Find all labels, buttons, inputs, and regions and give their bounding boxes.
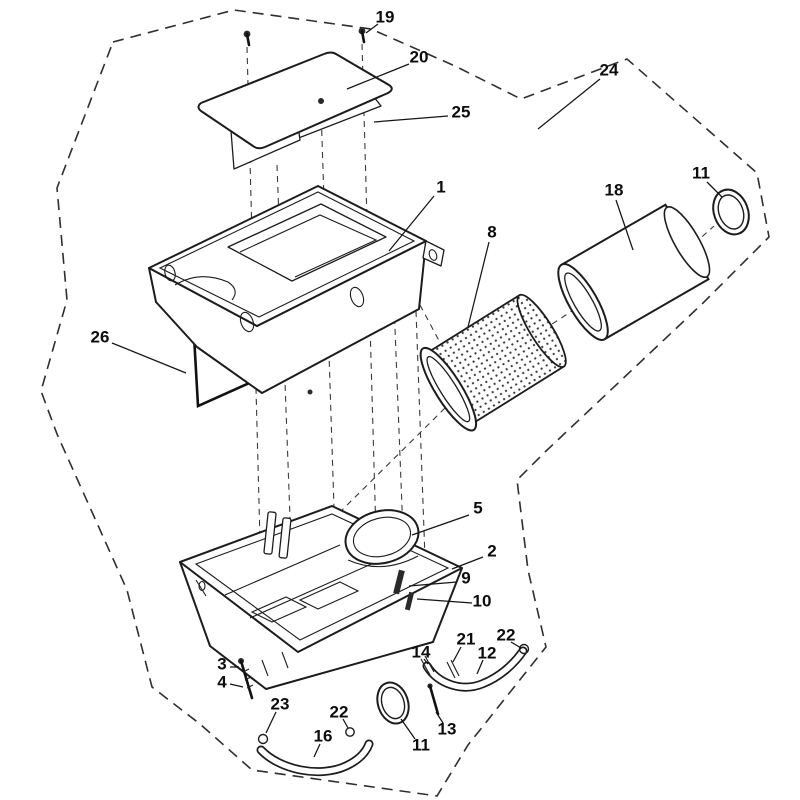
- callout-label-22-14: 22: [497, 626, 516, 645]
- callout-label-2-10: 2: [487, 542, 496, 561]
- callout-label-12-16: 12: [478, 644, 497, 663]
- tray-stud: [263, 511, 277, 555]
- cover-plate: [197, 51, 393, 150]
- clamp-ring-top: [712, 188, 750, 236]
- screw-and-washer: [238, 658, 254, 700]
- callout-label-8-7: 8: [487, 223, 496, 242]
- callout-leader-25-2: [373, 115, 449, 123]
- housing-opening: [227, 203, 387, 282]
- callout-leader-11-6: [706, 181, 723, 198]
- callout-label-3-17: 3: [217, 655, 226, 674]
- callout-label-4-18: 4: [217, 673, 227, 692]
- callout-leader-2-10: [451, 556, 484, 570]
- tray-stud: [278, 517, 292, 559]
- air-cleaner-housing: [148, 185, 445, 395]
- panel-boundary-outline: [40, 9, 770, 797]
- drain-hose: [420, 643, 530, 692]
- callout-leader-20-1: [346, 63, 410, 90]
- bolt-10: [404, 591, 415, 611]
- housing-screw-point: [307, 389, 313, 395]
- callout-label-19-0: 19: [376, 8, 395, 27]
- callout-label-10-12: 10: [473, 592, 492, 611]
- callout-label-20-1: 20: [410, 48, 429, 67]
- callout-label-21-13: 21: [457, 630, 476, 649]
- callout-label-18-5: 18: [605, 181, 624, 200]
- bolt-9: [393, 569, 405, 595]
- clamp-14: [420, 655, 435, 676]
- clamp-23: [257, 733, 269, 745]
- outer-filter: [557, 203, 711, 341]
- callout-leader-4-18: [229, 683, 244, 688]
- base-tray: [179, 505, 463, 690]
- callout-label-22-20: 22: [330, 703, 349, 722]
- callout-leader-22-14: [510, 641, 522, 649]
- clamp-22-left: [345, 727, 355, 737]
- callout-leader-5-9: [411, 514, 470, 536]
- callout-leader-22-20: [342, 718, 349, 729]
- callout-label-14-15: 14: [412, 643, 431, 662]
- mounting-screws: [243, 27, 366, 47]
- callout-label-11-6: 11: [692, 164, 710, 183]
- callout-label-26-8: 26: [91, 328, 110, 347]
- callout-label-25-2: 25: [452, 103, 471, 122]
- callout-leader-23-19: [265, 711, 277, 734]
- callout-leader-14-15: [423, 658, 429, 665]
- callout-leader-12-16: [476, 659, 484, 675]
- inlet-tube: [344, 509, 420, 565]
- callout-leader-18-5: [615, 199, 634, 251]
- callout-leader-24-3: [537, 78, 601, 130]
- clamp-21: [446, 659, 460, 679]
- callout-label-1-4: 1: [436, 178, 445, 197]
- breather-hose: [256, 727, 374, 777]
- callout-leader-11-23: [400, 718, 416, 740]
- callout-leader-13-22: [435, 711, 444, 724]
- callout-leader-9-11: [408, 581, 458, 587]
- callout-label-5-9: 5: [473, 499, 482, 518]
- callout-label-11-23: 11: [412, 736, 430, 755]
- cover-screw: [318, 98, 324, 104]
- clamp-22-right: [518, 643, 530, 655]
- callout-leader-19-0: [365, 23, 379, 34]
- callout-label-23-19: 23: [271, 695, 290, 714]
- filter-element: [419, 293, 567, 432]
- callout-leader-21-13: [452, 646, 462, 663]
- housing-side-bracket: [422, 240, 445, 267]
- callout-label-24-3: 24: [600, 61, 619, 80]
- callout-label-13-22: 13: [438, 720, 457, 739]
- callout-leader-16-21: [313, 743, 321, 758]
- callout-leader-10-12: [416, 598, 473, 604]
- callout-leader-1-4: [388, 195, 435, 252]
- bolt-13: [427, 683, 440, 716]
- callout-leader-8-7: [467, 241, 490, 328]
- callout-label-16-21: 16: [314, 727, 333, 746]
- callout-leader-26-8: [111, 342, 187, 374]
- callout-label-9-11: 9: [461, 569, 470, 588]
- clamp-ring-bottom: [376, 681, 410, 725]
